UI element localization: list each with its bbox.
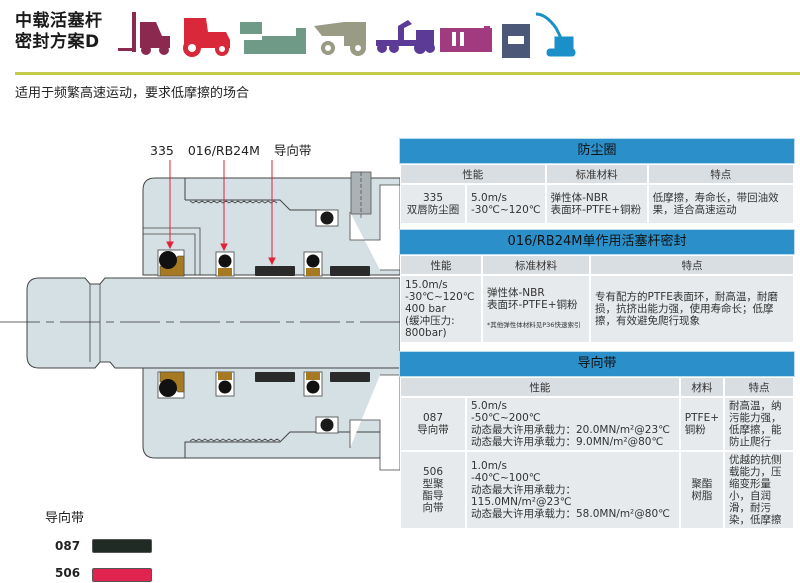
perf-line: -30℃~120℃ (405, 291, 475, 303)
header-performance: 性能 (401, 378, 679, 396)
guide-ring-top-1 (255, 266, 295, 276)
product-code: 087 (422, 412, 444, 424)
dumper-icon (314, 22, 366, 56)
perf-speed: 5.0m/s (471, 192, 507, 204)
perf-line: 5.0m/s (471, 400, 507, 412)
perf-line: 动态最大许用承载力：9.0MN/m²@80℃ (471, 436, 664, 448)
diagram-callouts: 335 016/RB24M 导向带 (150, 140, 321, 159)
table-row: 335 双唇防尘圈 5.0m/s -30℃~120℃ 弹性体-NBR 表面环-P… (401, 185, 793, 223)
subtitle: 适用于频繁高速运动，要求低摩擦的场合 (15, 86, 250, 101)
header-material: 标准材料 (546, 165, 647, 183)
header-features: 特点 (648, 165, 793, 183)
legend-label-087: 087 (55, 539, 81, 553)
crane-truck-icon (376, 20, 435, 54)
product-code: 335 (422, 192, 444, 204)
excavator-icon (535, 12, 576, 57)
header-performance: 性能 (401, 165, 545, 183)
perf-line: 动态最大许用承载力：20.0MN/m²@23℃ (471, 424, 670, 436)
perf-line: 动态最大许用承载力：58.0MN/m²@80℃ (471, 508, 670, 520)
guide-ring-bottom-1 (255, 372, 295, 382)
rod-seal-table: 016/RB24M单作用活塞杆密封 性能 标准材料 特点 15.0m/s -30… (399, 229, 795, 344)
material-line: 聚酯 (691, 478, 713, 490)
thread-teeth-bottom (189, 438, 281, 442)
material-line: 弹性体-NBR (487, 287, 545, 299)
material-line: PTFE+ (684, 412, 719, 424)
thread-teeth-top (189, 200, 278, 204)
rod-seal-016-bottom-1 (215, 371, 235, 397)
rod-seal-table-title: 016/RB24M单作用活塞杆密封 (399, 229, 795, 255)
cavity-top (349, 184, 400, 271)
material-line: 表面环-PTFE+铜粉 (487, 299, 578, 311)
perf-temp: -30℃~120℃ (471, 204, 541, 216)
header-material: 标准材料 (483, 256, 589, 274)
header-features: 特点 (591, 256, 793, 274)
forklift-icon (118, 12, 170, 55)
product-name: 型聚酯导向带 (422, 478, 444, 514)
wiper-table-title: 防尘圈 (399, 138, 795, 164)
tractor-icon (183, 18, 230, 57)
header-divider (15, 72, 800, 75)
guide-ring-table: 导向带 性能 材料 特点 087 导向带 5.0m/s -50℃~200℃ 动态… (399, 351, 795, 530)
wiper-table: 防尘圈 性能 标准材料 特点 335 双唇防尘圈 5.0m/s -30℃~120… (399, 138, 795, 225)
product-code: 506 (422, 466, 444, 478)
press-icon (502, 24, 530, 58)
features: 耐高温，纳污能力强，低摩擦，能防止爬行 (725, 398, 793, 450)
header-performance: 性能 (401, 256, 481, 274)
table-row: 506 型聚酯导向带 1.0m/s -40℃~100℃ 动态最大许用承载力：11… (401, 452, 793, 528)
legend-swatch-087 (92, 539, 152, 553)
page-title: 中载活塞杆 密封方案D (15, 11, 103, 53)
perf-line: 动态最大许用承载力：115.0MN/m²@23℃ (471, 484, 576, 508)
header-material: 材料 (680, 378, 723, 396)
features: 低摩擦，寿命长，带回油效果，适合高速运动 (648, 185, 793, 223)
static-o-ring-bottom (320, 418, 334, 432)
guide-ring-table-title: 导向带 (399, 351, 795, 377)
gland-housing-bottom (142, 359, 400, 459)
header-features: 特点 (725, 378, 793, 396)
seal-cross-section-diagram (0, 160, 400, 471)
material-line: 表面环-PTFE+铜粉 (550, 204, 642, 216)
legend-title: 导向带 (45, 511, 85, 526)
material-note: *其他弹性体材料见P36快速索引 (487, 321, 581, 329)
features: 专有配方的PTFE表面环，耐高温，耐磨损，抗挤出能力强，使用寿命长；低摩擦，有效… (591, 276, 793, 342)
legend-label-506: 506 (55, 566, 81, 580)
application-icons (118, 12, 576, 58)
perf-line: 15.0m/s (405, 279, 448, 291)
product-name: 双唇防尘圈 (406, 204, 460, 216)
cavity-bottom (349, 374, 400, 471)
rod-seal-016-bottom-2 (303, 371, 323, 397)
rod-seal-016-top-1 (215, 251, 235, 277)
title-line-1: 中载活塞杆 (15, 11, 103, 31)
machine-tool-icon (240, 22, 306, 54)
perf-line: 800bar) (405, 327, 447, 339)
title-line-2: 密封方案D (15, 32, 100, 52)
injection-molding-icon (440, 26, 492, 52)
piston-rod (26, 277, 400, 369)
guide-ring-top-2 (330, 266, 370, 276)
features: 优越的抗侧载能力，压缩变形量小，自润滑，耐污染，低摩擦 (725, 452, 793, 528)
callout-guide-ring: 导向带 (273, 143, 312, 158)
legend-swatch-506 (92, 568, 152, 582)
static-o-ring-top (320, 211, 334, 225)
rod-seal-016-top-2 (303, 251, 323, 277)
callout-335: 335 (150, 143, 174, 158)
perf-line: (缓冲压力: (405, 315, 455, 327)
thread-top (184, 178, 320, 211)
product-name: 导向带 (417, 424, 449, 436)
callout-016-rb24m: 016/RB24M (187, 143, 260, 158)
perf-line: 400 bar (405, 303, 446, 315)
guide-ring-bottom-2 (330, 372, 370, 382)
material-line: 铜粉 (684, 424, 706, 436)
material-line: 树脂 (691, 490, 713, 502)
table-row: 15.0m/s -30℃~120℃ 400 bar (缓冲压力: 800bar)… (401, 276, 793, 342)
perf-line: 1.0m/s (471, 460, 507, 472)
material-line: 弹性体-NBR (550, 192, 609, 204)
perf-line: -40℃~100℃ (471, 472, 541, 484)
perf-line: -50℃~200℃ (471, 412, 541, 424)
table-row: 087 导向带 5.0m/s -50℃~200℃ 动态最大许用承载力：20.0M… (401, 398, 793, 450)
